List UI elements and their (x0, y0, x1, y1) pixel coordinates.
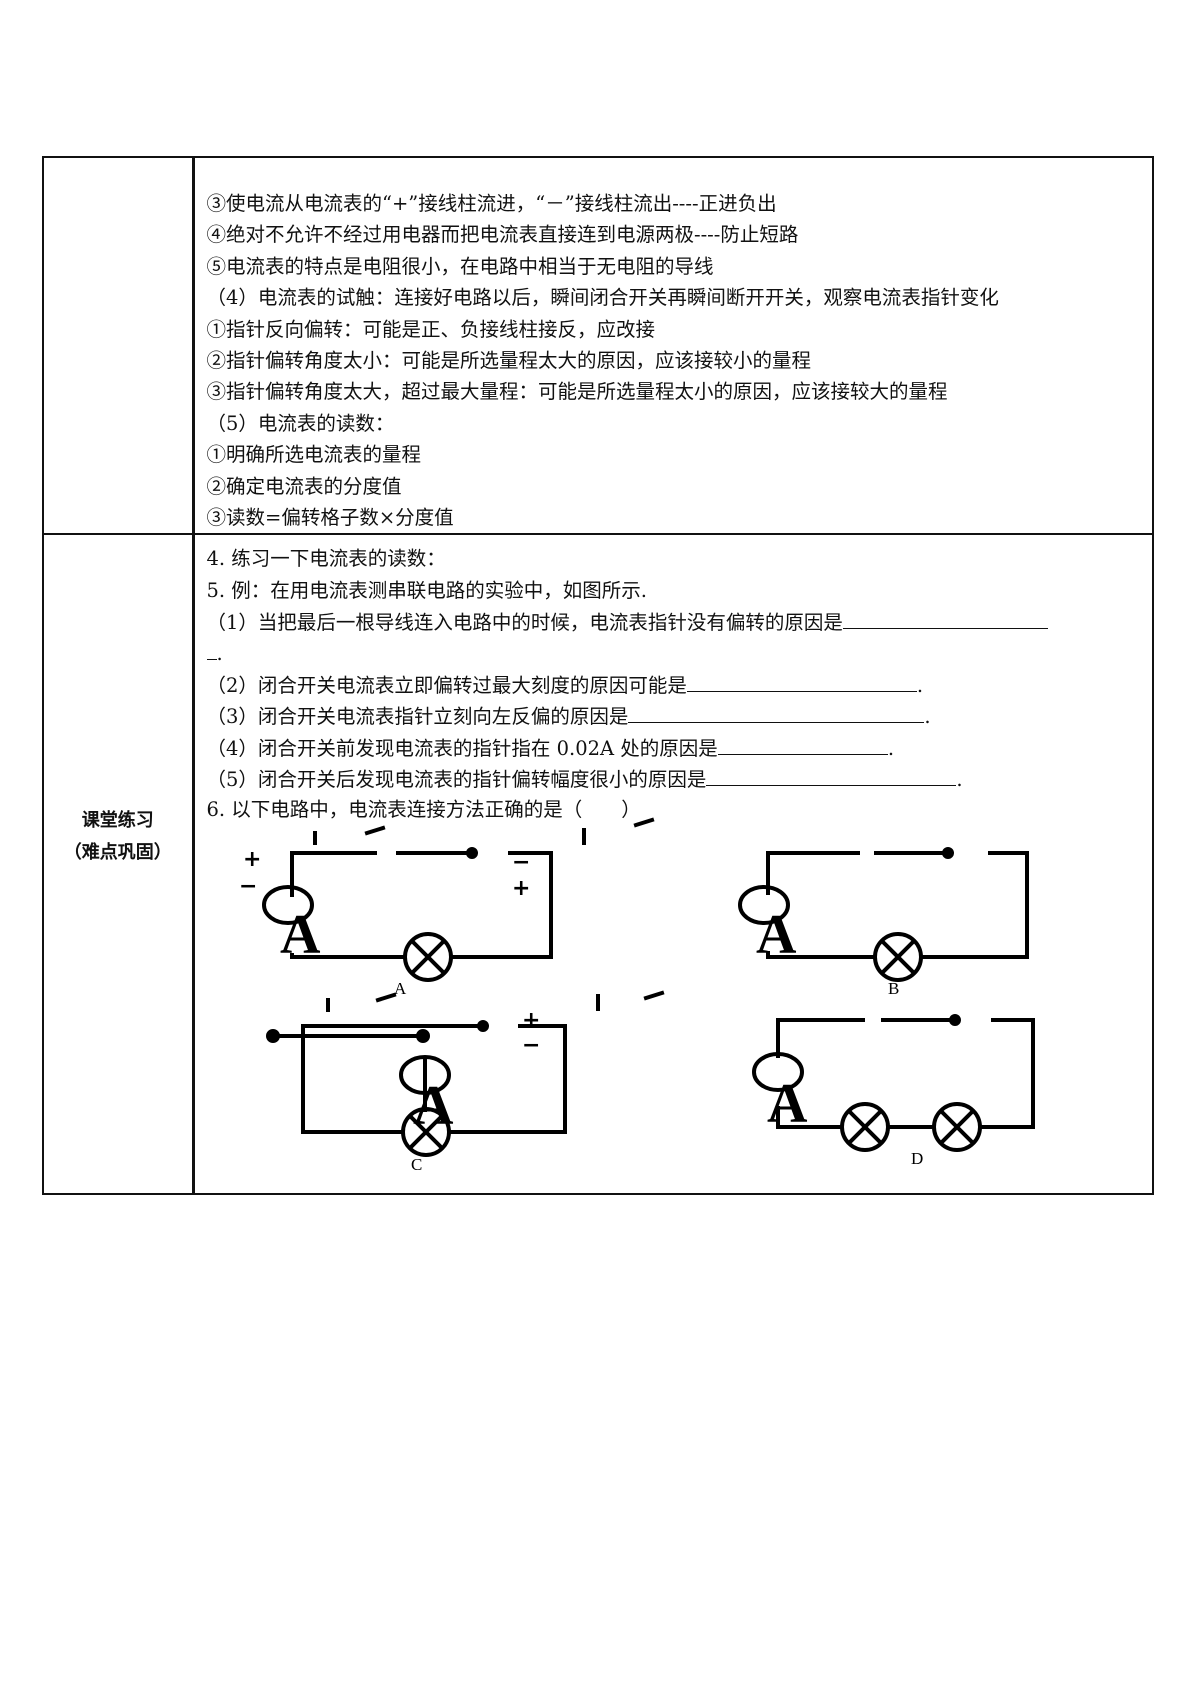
minus-sign: − (522, 1033, 540, 1058)
option-label-d: D (911, 1149, 923, 1168)
answer-blank[interactable] (706, 763, 957, 787)
section-label-cell: 课堂练习 （难点巩固） (42, 533, 195, 1196)
circuit-c (266, 990, 665, 1157)
ammeter-letter: A (280, 904, 321, 966)
circuit-d (752, 1014, 1035, 1152)
period: . (924, 705, 931, 729)
exercise-cell: 4. 练习一下电流表的读数： 5. 例：在用电流表测串联电路的实验中，如图所示.… (192, 533, 1154, 1196)
ammeter-bubble (738, 885, 790, 925)
notes-line: ③读数=偏转格子数×分度值 (206, 505, 454, 529)
period: . (887, 736, 895, 760)
ammeter-letter: A (413, 1075, 454, 1137)
lesson-table: ③使电流从电流表的“+”接线柱流进，“－”接线柱流出----正进负出 ④绝对不允… (42, 155, 1154, 1196)
question-5-1-continued: . (206, 637, 1153, 668)
answer-blank[interactable] (686, 669, 917, 692)
circuit-b (738, 847, 1029, 982)
option-label-b: B (888, 979, 899, 998)
period: . (216, 642, 223, 666)
question-4: 4. 练习一下电流表的读数： (206, 547, 446, 571)
notes-line: ③使电流从电流表的“+”接线柱流进，“－”接线柱流出----正进负出 (206, 192, 777, 215)
terminal-dot (416, 1029, 430, 1043)
minus-sign: − (239, 874, 257, 899)
notes-line: ①明确所选电流表的量程 (206, 443, 422, 467)
lamp-cross (848, 1110, 882, 1144)
switch-contact (942, 847, 954, 859)
period: . (916, 673, 924, 697)
notes-line: （5）电流表的读数： (206, 411, 395, 435)
answer-blank[interactable] (206, 637, 217, 661)
question-text: （1）当把最后一根导线连入电路中的时候，电流表指针没有偏转的原因是 (206, 611, 843, 635)
answer-blank[interactable] (717, 732, 888, 755)
question-5-1: （1）当把最后一根导线连入电路中的时候，电流表指针没有偏转的原因是 (207, 606, 1153, 637)
answer-blank[interactable] (842, 606, 1048, 630)
question-text: （2）闭合开关电流表立即偏转过最大刻度的原因可能是 (206, 673, 687, 697)
terminal-dot (266, 1029, 280, 1043)
lamp-cross (940, 1110, 974, 1144)
question-5-2: （2）闭合开关电流表立即偏转过最大刻度的原因可能是. (207, 669, 1153, 700)
switch-lever (643, 990, 665, 1001)
ammeter-letter: A (767, 1073, 808, 1135)
exercise-content: 4. 练习一下电流表的读数： 5. 例：在用电流表测串联电路的实验中，如图所示.… (195, 535, 1153, 826)
ammeter-bubble (399, 1055, 451, 1095)
plus-sign: + (243, 847, 261, 872)
notes-content: ③使电流从电流表的“+”接线柱流进，“－”接线柱流出----正进负出 ④绝对不允… (195, 158, 1153, 533)
lamp (873, 932, 923, 982)
table-row-notes: ③使电流从电流表的“+”接线柱流进，“－”接线柱流出----正进负出 ④绝对不允… (42, 155, 1154, 536)
notes-cell: ③使电流从电流表的“+”接线柱流进，“－”接线柱流出----正进负出 ④绝对不允… (192, 155, 1154, 536)
question-6: 6. 以下电路中，电流表连接方法正确的是（ ） (206, 798, 641, 822)
ammeter-letter: A (756, 904, 797, 966)
switch-contact (949, 1014, 961, 1026)
question-5-5: （5）闭合开关后发现电流表的指针偏转幅度很小的原因是. (207, 763, 1153, 794)
notes-line: ③指针偏转角度太大，超过最大量程：可能是所选量程太小的原因，应该接较大的量程 (206, 380, 948, 404)
lamp (840, 1102, 890, 1152)
option-label-a: A (394, 979, 407, 998)
plus-sign: + (512, 876, 530, 901)
question-5-3: （3）闭合开关电流表指针立刻向左反偏的原因是. (207, 700, 1153, 731)
section-label-line2: （难点巩固） (63, 842, 172, 864)
plus-sign: + (522, 1008, 540, 1033)
question-text: （5）闭合开关后发现电流表的指针偏转幅度很小的原因是 (206, 768, 707, 792)
question-text: （4）闭合开关前发现电流表的指针指在 0.02A 处的原因是 (206, 736, 718, 760)
question-5-4: （4）闭合开关前发现电流表的指针指在 0.02A 处的原因是. (207, 732, 1153, 763)
ammeter-bubble (262, 885, 314, 925)
lamp (403, 932, 453, 982)
table-row-exercise: 课堂练习 （难点巩固） 4. 练习一下电流表的读数： 5. 例：在用电流表测串联… (42, 533, 1154, 1196)
notes-line: ④绝对不允许不经过用电器而把电流表直接连到电源两极----防止短路 (206, 223, 799, 247)
notes-line: （4）电流表的试触：连接好电路以后，瞬间闭合开关再瞬间断开开关，观察电流表指针变… (206, 286, 999, 310)
switch-contact (466, 847, 478, 859)
period: . (956, 768, 963, 792)
option-label-c: C (411, 1155, 422, 1174)
notes-line: ①指针反向偏转：可能是正、负接线柱接反，应改接 (206, 317, 656, 341)
answer-blank[interactable] (628, 700, 925, 724)
switch-lever (375, 992, 397, 1003)
circuit-a (262, 817, 655, 982)
notes-line: ②指针偏转角度太小：可能是所选量程太大的原因，应该接较小的量程 (206, 348, 812, 372)
switch-contact (477, 1020, 489, 1032)
notes-line: ②确定电流表的分度值 (206, 474, 402, 498)
lamp-cross (409, 1115, 443, 1149)
section-label: 课堂练习 （难点巩固） (44, 805, 192, 869)
switch-lever (633, 817, 655, 828)
lamp-cross (411, 940, 445, 974)
section-label-line1: 课堂练习 (81, 810, 154, 832)
minus-sign: − (512, 850, 530, 875)
lamp-cross (881, 940, 915, 974)
notes-line: ⑤电流表的特点是电阻很小，在电路中相当于无电阻的导线 (206, 254, 714, 278)
lamp (401, 1107, 451, 1157)
question-text: （3）闭合开关电流表指针立刻向左反偏的原因是 (206, 705, 629, 729)
question-5: 5. 例：在用电流表测串联电路的实验中，如图所示. (206, 578, 648, 602)
switch-lever (364, 825, 386, 836)
lamp (932, 1102, 982, 1152)
ammeter-bubble (752, 1052, 804, 1092)
label-cell-empty (42, 155, 195, 536)
